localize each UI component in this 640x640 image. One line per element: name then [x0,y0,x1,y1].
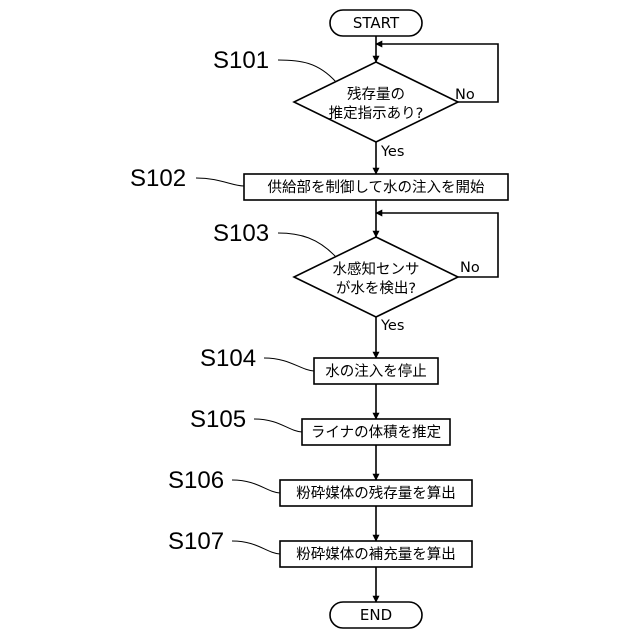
process-s104-text: 水の注入を停止 [325,363,427,380]
step-label-s102: S102 [130,165,186,192]
process-s102-text: 供給部を制御して水の注入を開始 [267,179,485,196]
no-label-s101: No [455,87,475,103]
step-label-s105: S105 [190,406,246,433]
leader-line-s106 [232,480,280,493]
decision-s103-text-line1: 水感知センサ [333,261,420,278]
step-label-s103: S103 [213,220,269,247]
process-s106-text: 粉砕媒体の残存量を算出 [296,485,456,502]
no-label-s103: No [460,260,480,276]
leader-line-s105 [254,419,302,432]
start-label: START [353,14,400,32]
decision-s101-text-line2: 推定指示あり? [329,105,424,122]
leader-line-s104 [264,358,314,371]
decision-s101-text-line1: 残存量の [347,86,405,103]
step-label-s104: S104 [200,345,256,372]
step-label-s106: S106 [168,467,224,494]
end-label: END [360,606,392,624]
decision-s103-text-line2: が水を検出? [336,280,416,297]
step-label-s107: S107 [168,528,224,555]
step-label-s101: S101 [213,47,269,74]
yes-label-s101: Yes [380,144,404,160]
process-s105-text: ライナの体積を推定 [311,424,441,441]
leader-line-s103 [278,233,336,257]
yes-label-s103: Yes [380,318,404,334]
leader-line-s107 [232,541,280,554]
leader-line-s101 [278,60,336,82]
process-s107-text: 粉砕媒体の補充量を算出 [296,546,456,563]
leader-line-s102 [196,178,244,186]
